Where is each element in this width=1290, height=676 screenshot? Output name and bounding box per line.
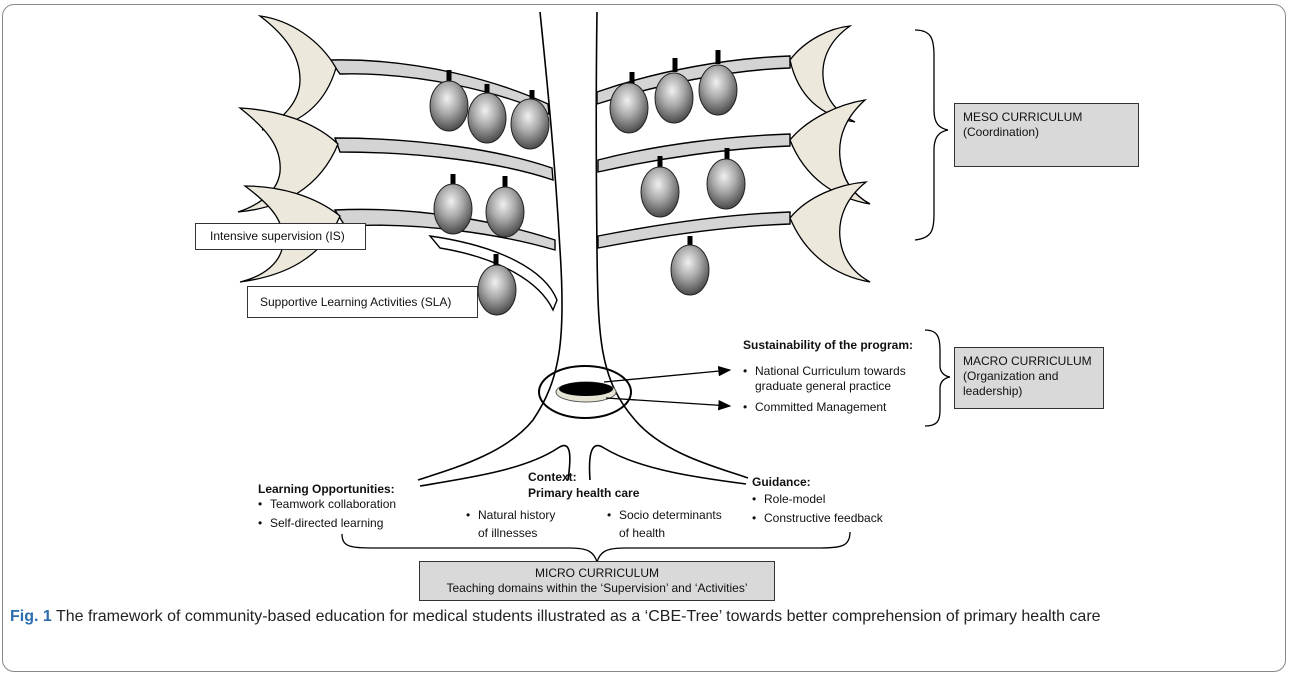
tree-trunk xyxy=(417,11,749,487)
learning-list: Teamwork collaboration Self-directed lea… xyxy=(256,497,396,531)
macro-brace xyxy=(924,329,951,427)
fruit xyxy=(698,64,738,116)
guidance-item-2: Constructive feedback xyxy=(750,511,883,526)
fruit xyxy=(609,82,649,134)
learning-heading: Learning Opportunities: xyxy=(258,482,395,496)
right-branches xyxy=(596,55,791,249)
intensive-supervision-box: Intensive supervision (IS) xyxy=(195,223,366,250)
sustainability-item-1-cont: graduate general practice xyxy=(755,379,892,393)
fruit xyxy=(433,183,473,235)
context-heading-1: Context: xyxy=(528,470,577,484)
fruit xyxy=(467,92,507,144)
micro-title: MICRO CURRICULUM xyxy=(535,566,659,580)
macro-title: MACRO CURRICULUM xyxy=(963,354,1092,368)
meso-title: MESO CURRICULUM xyxy=(963,110,1083,124)
supportive-learning-box: Supportive Learning Activities (SLA) xyxy=(247,286,478,318)
intensive-supervision-label: Intensive supervision (IS) xyxy=(210,229,345,243)
sustainability-item-1: National Curriculum towards xyxy=(741,364,906,379)
fruit xyxy=(640,166,680,218)
micro-brace xyxy=(341,531,851,565)
hole-arrows xyxy=(603,365,732,411)
macro-subtitle-line1: (Organization and xyxy=(963,369,1059,383)
meso-subtitle: (Coordination) xyxy=(963,125,1040,139)
fruits xyxy=(429,64,746,316)
figure-caption: Fig. 1 The framework of community-based … xyxy=(10,606,1275,627)
figure-frame xyxy=(2,4,1286,672)
learning-item-1: Teamwork collaboration xyxy=(256,497,396,512)
fruit xyxy=(654,72,694,124)
sustainability-heading: Sustainability of the program: xyxy=(743,338,914,352)
sustainability-item-2: Committed Management xyxy=(741,400,906,415)
context-heading-2: Primary health care xyxy=(528,486,640,500)
context-item-1-line2: of illnesses xyxy=(478,526,538,540)
caption-text: The framework of community-based educati… xyxy=(55,608,1101,625)
macro-curriculum-box: MACRO CURRICULUM (Organization and leade… xyxy=(954,347,1104,409)
guidance-heading: Guidance: xyxy=(752,475,811,489)
fruit xyxy=(510,98,550,150)
macro-subtitle-line2: leadership) xyxy=(963,384,1023,398)
leaves xyxy=(237,15,871,283)
guidance-list: Role-model Constructive feedback xyxy=(750,492,883,526)
trunk-hole xyxy=(538,365,632,419)
learning-item-2: Self-directed learning xyxy=(256,516,396,531)
sustainability-list: National Curriculum towards graduate gen… xyxy=(741,364,906,415)
meso-curriculum-box: MESO CURRICULUM (Coordination) xyxy=(954,103,1139,167)
context-item-2: Socio determinants of health xyxy=(605,508,722,541)
left-branches xyxy=(328,59,558,312)
caption-figure-number: Fig. 1 xyxy=(10,608,52,625)
context-item-2-line1: Socio determinants xyxy=(605,508,722,523)
context-item-1: Natural history of illnesses xyxy=(464,508,555,541)
fruit xyxy=(485,186,525,238)
micro-curriculum-box: MICRO CURRICULUM Teaching domains within… xyxy=(419,561,775,601)
context-item-1-line1: Natural history xyxy=(464,508,555,523)
context-item-2-line2: of health xyxy=(619,526,666,540)
micro-subtitle: Teaching domains within the ‘Supervision… xyxy=(446,581,748,595)
fruit xyxy=(706,158,746,210)
meso-brace xyxy=(914,29,949,241)
supportive-learning-label: Supportive Learning Activities (SLA) xyxy=(260,295,452,309)
guidance-item-1: Role-model xyxy=(750,492,883,507)
fruit xyxy=(670,244,710,296)
fruit xyxy=(429,80,469,132)
fruit xyxy=(477,264,517,316)
